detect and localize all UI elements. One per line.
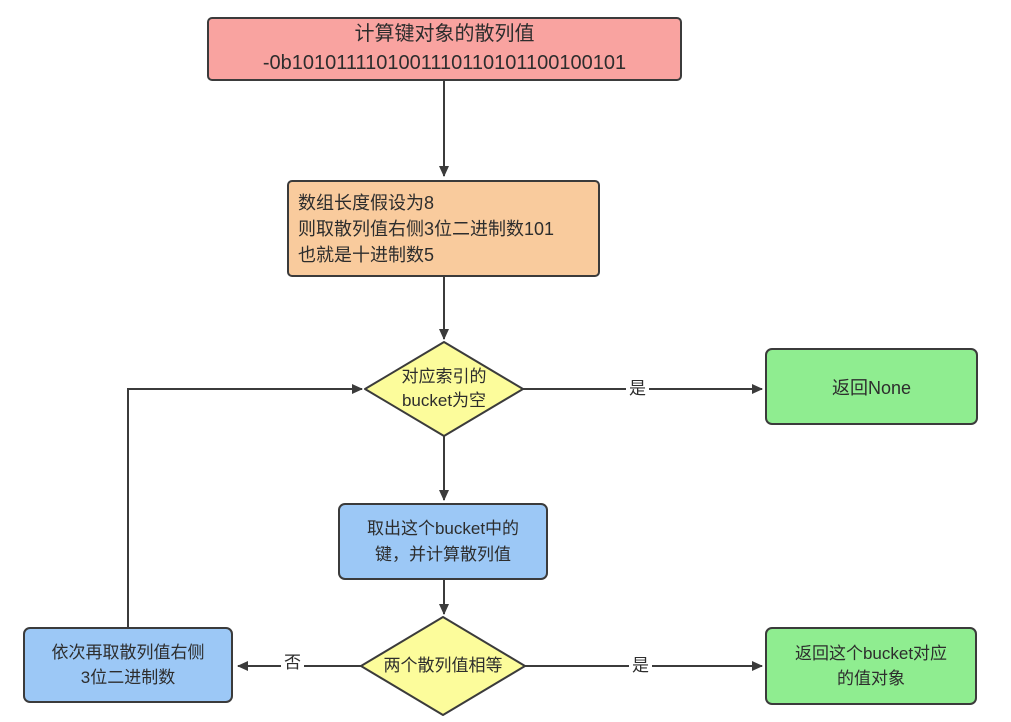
node-text-line: 键，并计算散列值 — [375, 544, 511, 564]
node-text-line: 计算键对象的散列值 — [354, 23, 535, 45]
edge-label-yes-hash-equal: 是 — [629, 654, 652, 678]
node-text-line: 数组长度假设为8 — [298, 192, 435, 213]
node-text-line: bucket为空 — [401, 391, 487, 410]
node-text-line: 则取散列值右侧3位二进制数101 — [298, 218, 555, 239]
node-assume-length: 数组长度假设为8 则取散列值右侧3位二进制数101 也就是十进制数5 — [287, 180, 600, 277]
node-text-line: 的值对象 — [837, 669, 905, 688]
decision-hash-equal-label: 两个散列值相等 — [353, 653, 533, 679]
edge-next-bits-loop — [127, 384, 363, 627]
node-fetch-key: 取出这个bucket中的 键，并计算散列值 — [338, 503, 548, 580]
node-text-line: 3位二进制数 — [80, 668, 176, 687]
node-compute-hash: 计算键对象的散列值 -0b101011110100111011010110010… — [207, 17, 682, 81]
node-return-value: 返回这个bucket对应 的值对象 — [765, 627, 977, 705]
hash-binary-value: -0b1010111101001110110101100100101 — [262, 52, 627, 74]
node-next-bits: 依次再取散列值右侧 3位二进制数 — [23, 627, 233, 703]
node-text-line: 返回None — [831, 377, 912, 398]
edge-label-no-hash-equal: 否 — [281, 651, 304, 675]
node-text-line: 依次再取散列值右侧 — [51, 643, 205, 662]
node-text-line: 返回这个bucket对应 — [794, 644, 948, 663]
node-text-line: 对应索引的 — [401, 367, 487, 386]
node-text-line: 也就是十进制数5 — [298, 244, 435, 265]
decision-bucket-empty-label: 对应索引的 bucket为空 — [374, 365, 514, 413]
node-return-none: 返回None — [765, 348, 978, 425]
decision-hash-equal-shape — [360, 616, 526, 716]
node-text-line: 取出这个bucket中的 — [366, 518, 520, 538]
edge-label-yes-bucket-empty: 是 — [626, 377, 649, 401]
node-text-line: 两个散列值相等 — [383, 656, 503, 675]
decision-bucket-empty-shape — [364, 341, 524, 437]
